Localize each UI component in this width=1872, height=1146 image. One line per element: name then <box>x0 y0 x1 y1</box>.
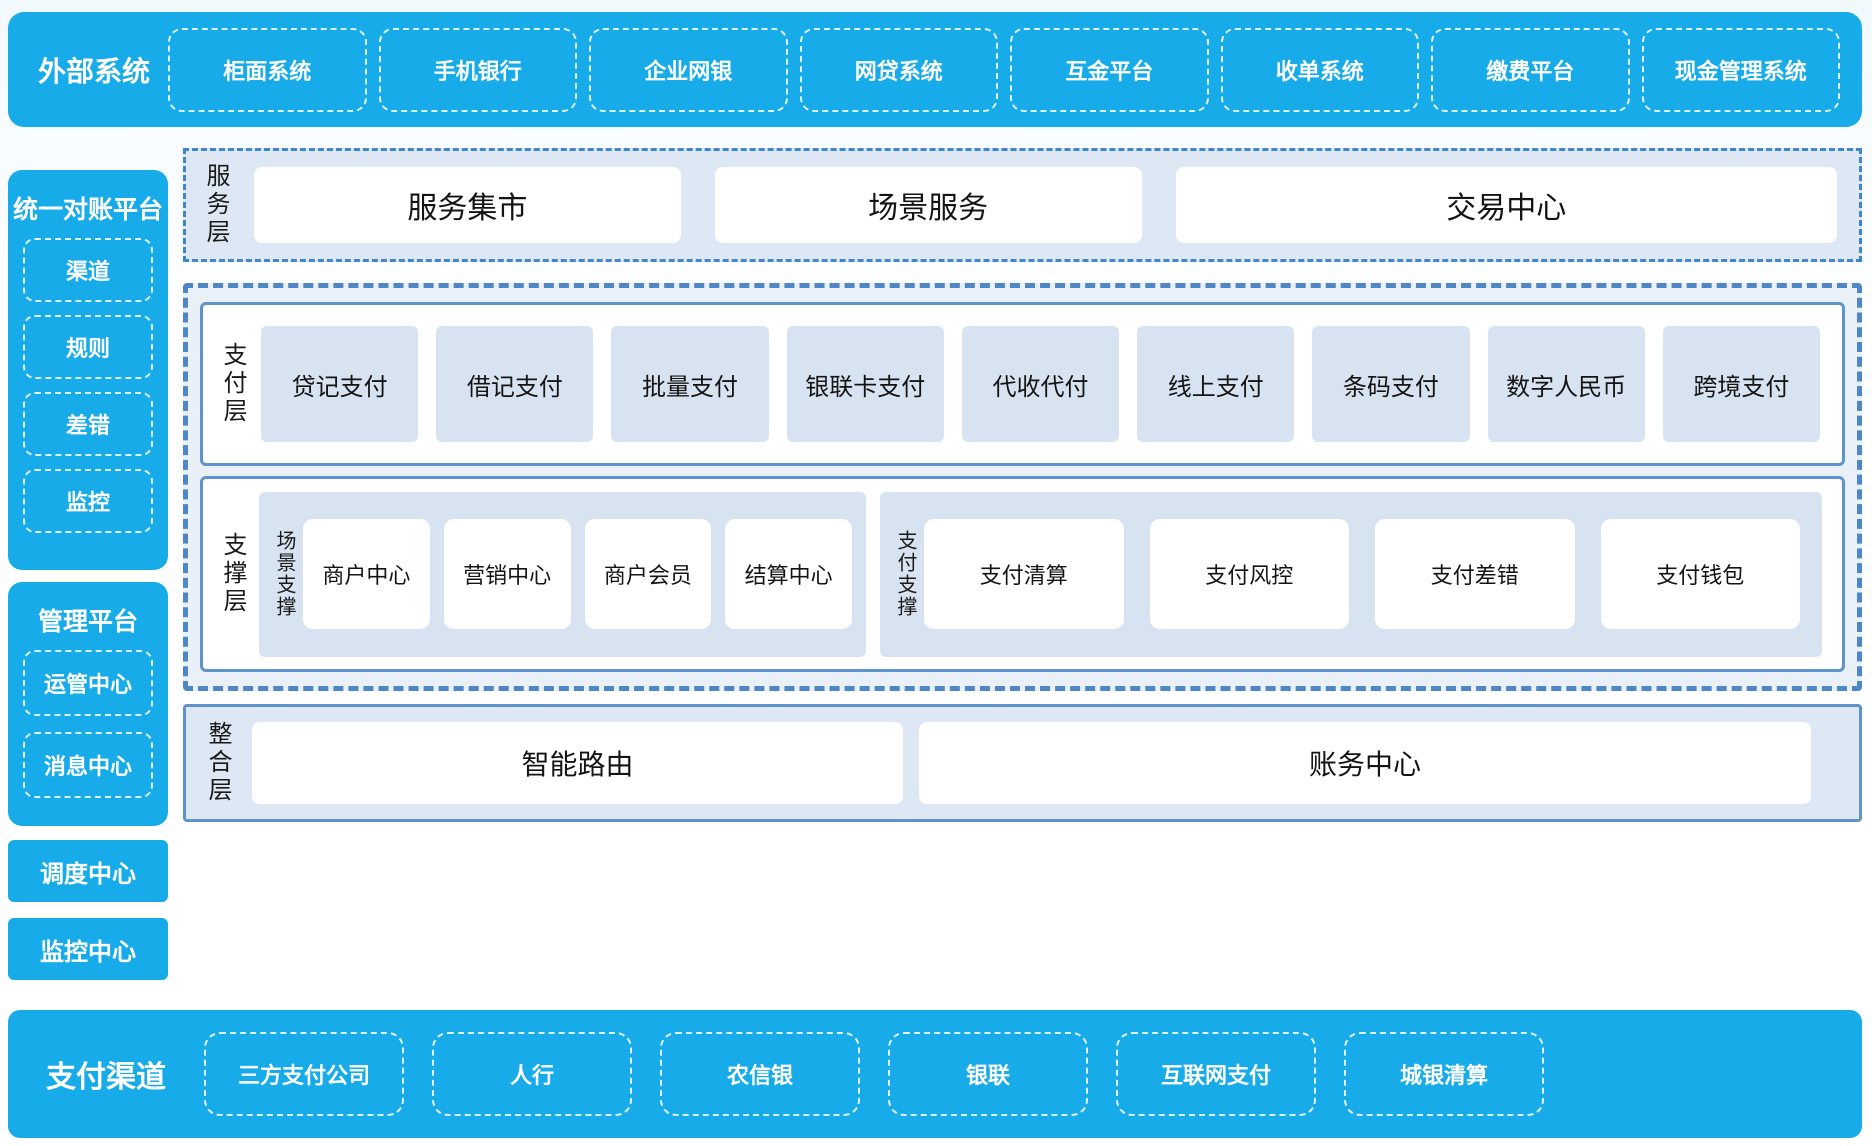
payment-item: 贷记支付 <box>261 326 419 442</box>
payment-support-item: 支付风控 <box>1149 519 1349 629</box>
core-layers-container: 支付层 贷记支付 借记支付 批量支付 银联卡支付 代收代付 线上支付 条码支付 … <box>183 283 1862 691</box>
payment-channel-item: 三方支付公司 <box>204 1032 404 1116</box>
service-item: 交易中心 <box>1175 167 1838 243</box>
payment-layer: 支付层 贷记支付 借记支付 批量支付 银联卡支付 代收代付 线上支付 条码支付 … <box>200 302 1845 466</box>
mgmt-platform-title: 管理平台 <box>37 607 138 636</box>
recon-platform-item: 监控 <box>23 469 153 533</box>
scene-support-item: 商户中心 <box>303 519 430 629</box>
external-system-item: 网贷系统 <box>799 27 998 112</box>
external-system-item: 缴费平台 <box>1431 27 1630 112</box>
scene-support-label: 场景支撑 <box>273 530 297 618</box>
external-system-item: 手机银行 <box>378 27 577 112</box>
scene-support-item: 商户会员 <box>584 519 712 629</box>
payment-support-items: 支付清算 支付风控 支付差错 支付钱包 <box>924 519 1822 629</box>
service-item: 场景服务 <box>714 167 1142 243</box>
external-systems-title: 外部系统 <box>38 54 151 88</box>
payment-item: 银联卡支付 <box>786 326 944 442</box>
external-system-item: 柜面系统 <box>168 27 367 112</box>
external-system-item: 企业网银 <box>589 27 788 112</box>
payment-support-group: 支付支撑 支付清算 支付风控 支付差错 支付钱包 <box>880 491 1822 657</box>
external-systems-items: 柜面系统 手机银行 企业网银 网贷系统 互金平台 收单系统 缴费平台 现金管理系… <box>158 27 1862 112</box>
payment-item: 跨境支付 <box>1662 326 1820 442</box>
payment-item: 借记支付 <box>436 326 594 442</box>
recon-platform-item: 渠道 <box>23 238 153 302</box>
service-layer: 服务层 服务集市 场景服务 交易中心 <box>183 148 1862 262</box>
recon-platform-item: 差错 <box>23 392 153 456</box>
recon-platform-title: 统一对账平台 <box>12 195 163 224</box>
integration-item: 智能路由 <box>252 722 904 804</box>
payment-channel-item: 人行 <box>432 1032 632 1116</box>
integration-item: 账务中心 <box>919 722 1811 804</box>
service-layer-label: 服务层 <box>202 163 230 247</box>
recon-platform-block: 统一对账平台 渠道 规则 差错 监控 <box>8 170 168 570</box>
external-system-item: 收单系统 <box>1220 27 1419 112</box>
dispatch-center-box: 调度中心 <box>8 840 168 902</box>
payment-item: 数字人民币 <box>1487 326 1645 442</box>
integration-layer: 整合层 智能路由 账务中心 <box>183 704 1862 822</box>
mgmt-platform-block: 管理平台 运管中心 消息中心 <box>8 582 168 826</box>
payment-channels-title: 支付渠道 <box>46 1060 166 1095</box>
payment-channels-bar: 支付渠道 三方支付公司 人行 农信银 银联 互联网支付 城银清算 <box>8 1010 1862 1138</box>
payment-support-item: 支付差错 <box>1375 519 1575 629</box>
mgmt-platform-item: 消息中心 <box>23 732 153 798</box>
integration-layer-items: 智能路由 账务中心 <box>230 722 1859 804</box>
payment-item: 条码支付 <box>1312 326 1470 442</box>
payment-item: 批量支付 <box>611 326 769 442</box>
support-layer: 支撑层 场景支撑 商户中心 营销中心 商户会员 结算中心 支付支撑 支付清算 支… <box>200 476 1845 672</box>
recon-platform-item: 规则 <box>23 315 153 379</box>
scene-support-item: 营销中心 <box>443 519 571 629</box>
support-layer-groups: 场景支撑 商户中心 营销中心 商户会员 结算中心 支付支撑 支付清算 支付风控 … <box>259 491 1842 657</box>
payment-item: 代收代付 <box>961 326 1120 442</box>
scene-support-item: 结算中心 <box>725 519 852 629</box>
payment-channel-item: 银联 <box>888 1032 1088 1116</box>
external-system-item: 现金管理系统 <box>1641 27 1840 112</box>
payment-channels-items: 三方支付公司 人行 农信银 银联 互联网支付 城银清算 <box>204 1032 1544 1116</box>
payment-layer-label: 支付层 <box>219 342 247 426</box>
integration-layer-label: 整合层 <box>204 721 232 805</box>
payment-layer-items: 贷记支付 借记支付 批量支付 银联卡支付 代收代付 线上支付 条码支付 数字人民… <box>261 326 1842 442</box>
payment-support-item: 支付钱包 <box>1600 519 1800 629</box>
external-systems-bar: 外部系统 柜面系统 手机银行 企业网银 网贷系统 互金平台 收单系统 缴费平台 … <box>8 12 1862 127</box>
payment-channel-item: 互联网支付 <box>1116 1032 1316 1116</box>
scene-support-group: 场景支撑 商户中心 营销中心 商户会员 结算中心 <box>259 491 866 657</box>
payment-channel-item: 城银清算 <box>1344 1032 1544 1116</box>
service-item: 服务集市 <box>254 167 681 243</box>
payment-channel-item: 农信银 <box>660 1032 860 1116</box>
monitor-center-box: 监控中心 <box>8 918 168 980</box>
payment-support-item: 支付清算 <box>924 519 1124 629</box>
payment-support-label: 支付支撑 <box>894 530 918 618</box>
external-system-item: 互金平台 <box>1010 27 1209 112</box>
mgmt-platform-item: 运管中心 <box>23 650 153 716</box>
payment-item: 线上支付 <box>1137 326 1295 442</box>
support-layer-label: 支撑层 <box>219 532 247 616</box>
scene-support-items: 商户中心 营销中心 商户会员 结算中心 <box>303 519 866 629</box>
service-layer-items: 服务集市 场景服务 交易中心 <box>228 167 1859 243</box>
